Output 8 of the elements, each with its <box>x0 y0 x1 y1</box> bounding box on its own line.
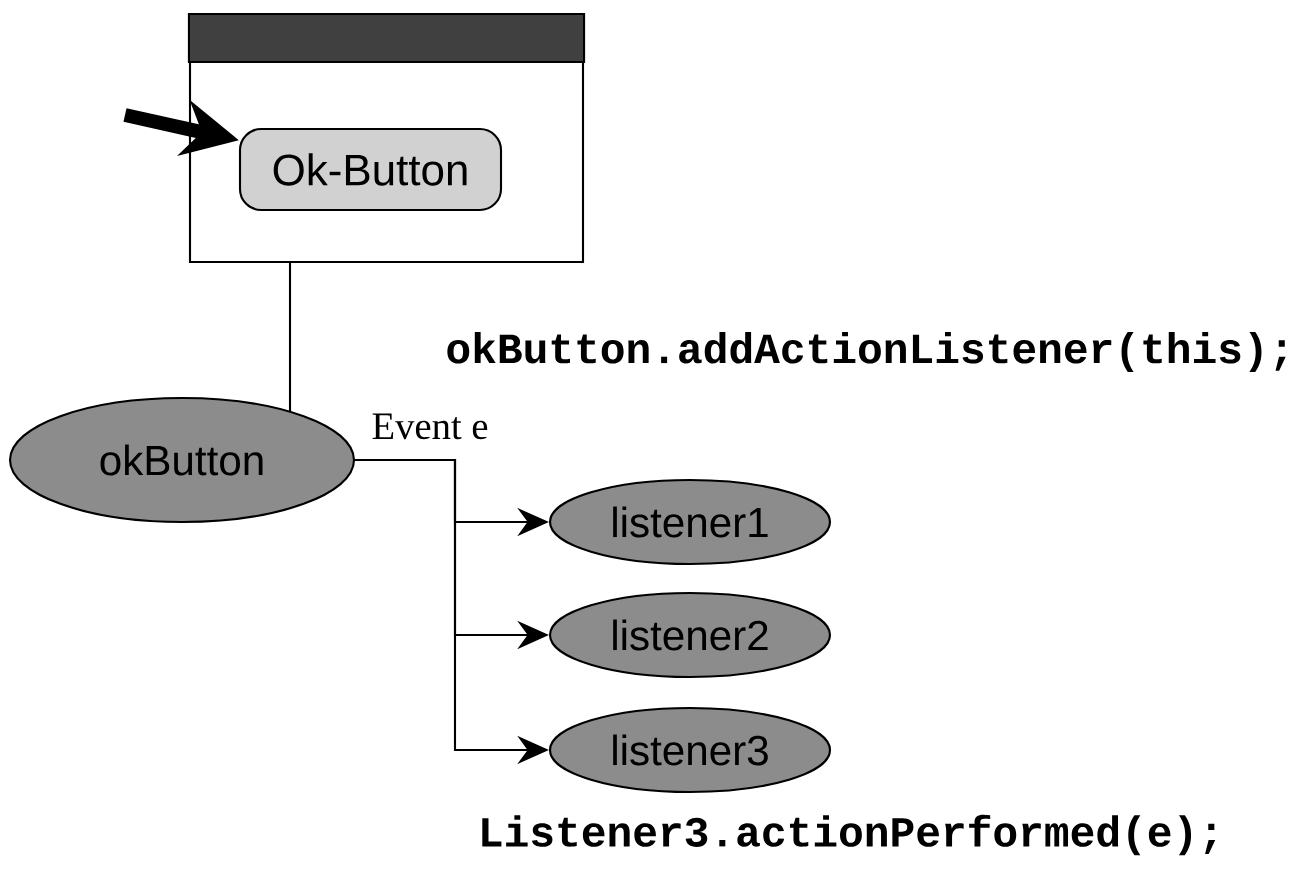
ellipse-node: listener3 <box>548 706 832 794</box>
ellipse-node: listener1 <box>548 478 832 566</box>
ellipse-node: okButton <box>8 396 356 524</box>
ok-button: Ok-Button <box>238 127 503 212</box>
connector-line <box>288 262 292 412</box>
code-line: okButton.addActionListener(this); <box>447 332 1286 372</box>
ellipse-node: listener2 <box>548 591 832 679</box>
edge-label: Event e <box>364 406 496 447</box>
